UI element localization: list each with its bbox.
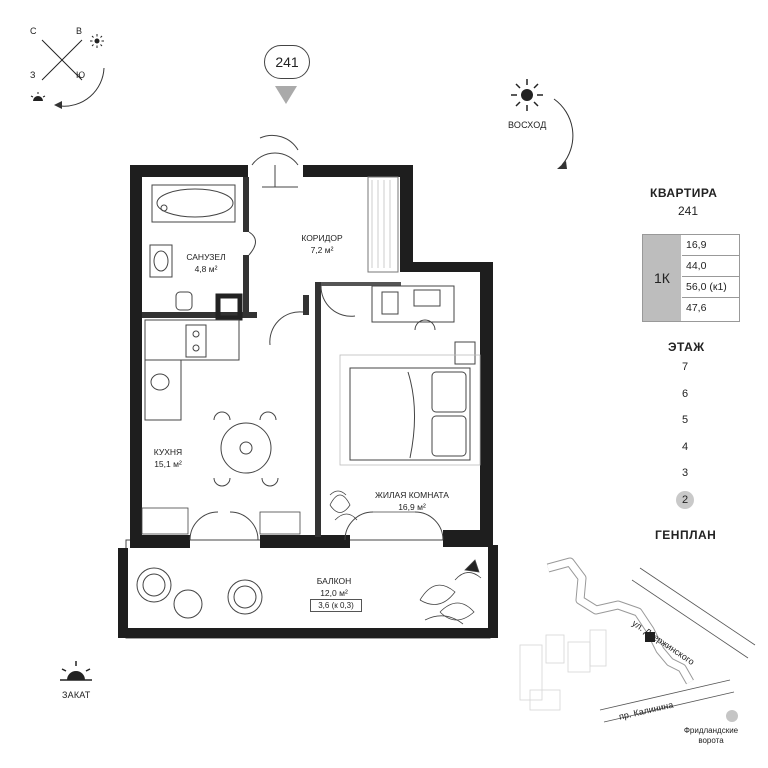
compass-east: В (76, 26, 83, 36)
apartment-stats-table: 1К 16,9 44,0 56,0 (к1) 47,6 (642, 234, 740, 322)
wall-bath-right (243, 177, 249, 232)
plant-balcony (419, 559, 482, 625)
kitchen-label: КУХНЯ 15,1 м² (148, 446, 188, 470)
bathroom-area: 4,8 м² (194, 264, 218, 274)
sunset-icon (60, 661, 92, 681)
wall-living-right (480, 262, 493, 547)
wall-bath-right-lower (243, 255, 249, 315)
compass-west: З (30, 70, 36, 80)
apartment-type: 1К (643, 235, 681, 321)
plant-living (329, 490, 358, 521)
apartment-number: 241 (678, 204, 699, 218)
balcony-wall-left (118, 548, 128, 638)
living-name: ЖИЛАЯ КОМНАТА (375, 490, 449, 500)
stat-area-with-balcony: 56,0 (к1) (682, 277, 739, 298)
shaft (215, 293, 243, 321)
wall-bottom-right (443, 530, 493, 547)
corridor-name: КОРИДОР (301, 233, 343, 243)
corridor-area: 7,2 м² (310, 245, 334, 255)
wall-bottom-mid (260, 535, 350, 548)
balcony-coef: 3,6 (к 0,3) (310, 599, 362, 612)
landmark-dot (726, 710, 738, 722)
site-plan-map[interactable] (500, 550, 760, 760)
apartment-marker: 241 (264, 45, 310, 79)
sunset-label: ЗАКАТ (62, 690, 91, 700)
siteplan-title: ГЕНПЛАН (655, 528, 717, 542)
marker-triangle-icon (275, 86, 297, 104)
kitchen-area: 15,1 м² (154, 459, 182, 469)
floor-5[interactable]: 5 (681, 414, 689, 426)
living-area: 16,9 м² (398, 502, 426, 512)
wall-living-top (400, 262, 490, 272)
balcony-wall-bottom (118, 628, 498, 638)
corridor-label: КОРИДОР 7,2 м² (292, 232, 352, 256)
floors-title: ЭТАЖ (668, 340, 705, 354)
balcony-area: 12,0 м² (320, 588, 348, 598)
site-current-building (645, 632, 655, 642)
stat-living-area: 16,9 (682, 235, 739, 256)
floor-6[interactable]: 6 (681, 388, 689, 400)
living-label: ЖИЛАЯ КОМНАТА 16,9 м² (366, 489, 458, 513)
balcony-wall-right (488, 545, 498, 638)
floor-3[interactable]: 3 (681, 467, 689, 479)
wall-kitchen-living (315, 282, 321, 537)
wardrobe (367, 176, 399, 273)
sunrise-icon (511, 79, 543, 111)
landmark-label: Фридландские ворота (683, 726, 739, 745)
wall-left (130, 165, 142, 540)
floor-4[interactable]: 4 (681, 441, 689, 453)
compass-arrows-icon (41, 39, 105, 109)
wall-corridor-stub (303, 295, 309, 315)
compass-south: Ю (76, 70, 86, 80)
bathroom-label: САНУЗЕЛ 4,8 м² (178, 251, 234, 275)
floor-7[interactable]: 7 (681, 361, 689, 373)
balcony-label: БАЛКОН 12,0 м² (305, 575, 363, 599)
balcony-name: БАЛКОН (316, 576, 352, 586)
sun-small-icon (90, 34, 104, 48)
wall-kitchen-top (142, 312, 257, 318)
sun-path-arrow-icon (553, 98, 574, 169)
wall-bottom-kitchen (130, 535, 190, 548)
bathroom-name: САНУЗЕЛ (186, 252, 226, 262)
stat-total-area: 44,0 (682, 256, 739, 277)
kitchen-name: КУХНЯ (153, 447, 183, 457)
wall-right-upper (400, 165, 413, 270)
floor-2[interactable]: 2 (676, 491, 694, 509)
stat-area-other: 47,6 (686, 302, 707, 314)
sunset-small-icon (30, 92, 46, 101)
wall-living-top-inner (321, 282, 401, 286)
compass-north: С (30, 26, 37, 36)
apartment-title: КВАРТИРА (650, 186, 718, 200)
wall-top-right (303, 165, 413, 177)
sunrise-label: ВОСХОД (508, 120, 547, 130)
wall-top-left (138, 165, 248, 177)
